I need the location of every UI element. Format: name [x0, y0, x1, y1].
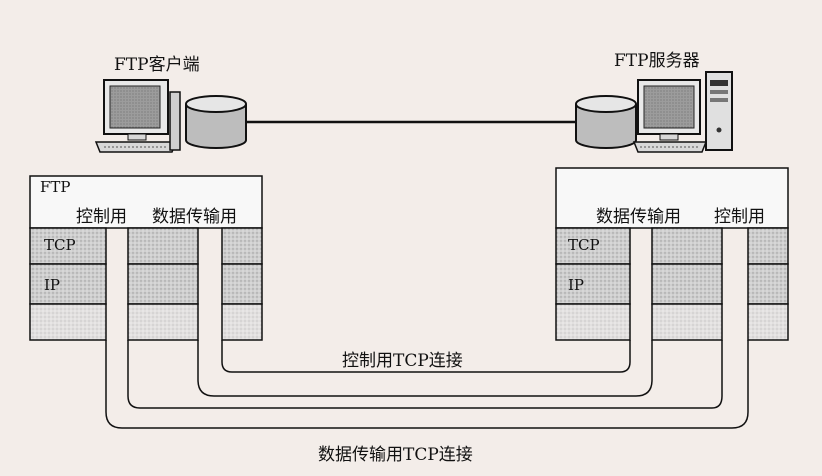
control-connection-label: 控制用TCP连接 [342, 351, 463, 371]
server-tower-icon [705, 71, 733, 151]
client-ip-label: IP [44, 276, 61, 294]
client-stack [29, 175, 263, 341]
server-stack [555, 167, 789, 341]
client-ftp-label: FTP [40, 178, 71, 196]
client-computer-icon [94, 79, 181, 153]
server-control-label: 控制用 [714, 207, 765, 227]
client-tcp-label: TCP [44, 236, 76, 254]
client-database-icon [185, 95, 247, 149]
server-title: FTP服务器 [614, 51, 700, 71]
client-data-label: 数据传输用 [152, 207, 237, 227]
server-data-label: 数据传输用 [596, 207, 681, 227]
server-computer-icon [632, 79, 708, 153]
data-connection-label: 数据传输用TCP连接 [318, 445, 473, 465]
control-connection [197, 340, 653, 397]
data-connection [105, 340, 749, 429]
client-title: FTP客户端 [114, 55, 200, 75]
server-ip-label: IP [568, 276, 585, 294]
client-control-label: 控制用 [76, 207, 127, 227]
server-tcp-label: TCP [568, 236, 600, 254]
server-database-icon [575, 95, 637, 149]
